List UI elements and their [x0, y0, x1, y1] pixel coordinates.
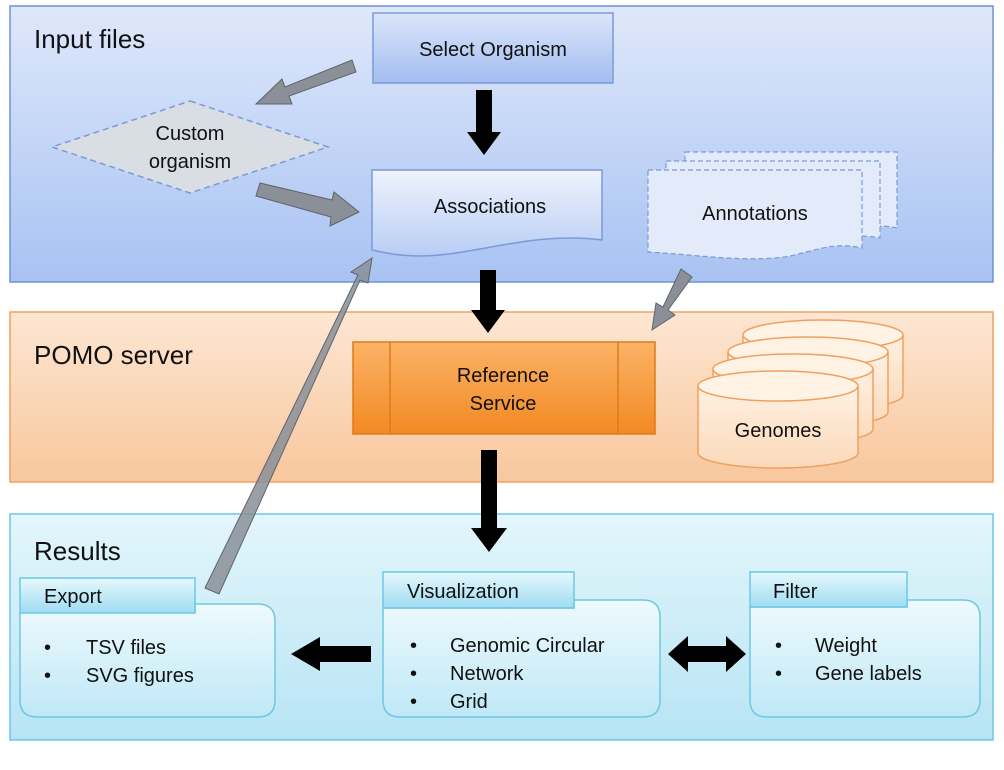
filter-title: Filter — [773, 581, 818, 603]
filter-panel: Filter • Weight • Gene labels — [749, 571, 981, 718]
select-organism-label: Select Organism — [419, 39, 567, 61]
associations-label: Associations — [434, 196, 546, 218]
custom-organism-node: Custom organism — [49, 100, 331, 194]
reference-service-label-line2: Service — [470, 393, 537, 415]
arrow-annotations-to-reference — [651, 268, 693, 332]
export-bullet: • — [44, 665, 51, 687]
arrow-select-to-custom — [254, 59, 357, 105]
visualization-bullet: • — [410, 635, 417, 657]
visualization-item-grid: Grid — [450, 691, 488, 713]
input-files-title: Input files — [34, 24, 145, 54]
arrow-select-to-associations — [467, 90, 501, 155]
visualization-item-network: Network — [450, 663, 524, 685]
arrow-reference-to-visualization — [471, 450, 507, 552]
reference-service-label-line1: Reference — [457, 365, 549, 387]
arrow-visualization-filter-bidirectional — [668, 636, 746, 672]
arrow-visualization-to-export — [291, 637, 371, 671]
export-item-svg: SVG figures — [86, 665, 194, 687]
associations-node: Associations — [371, 169, 603, 257]
export-title: Export — [44, 586, 102, 608]
visualization-bullet: • — [410, 691, 417, 713]
pomo-server-title: POMO server — [34, 340, 193, 370]
annotations-node: Annotations — [647, 151, 898, 260]
results-title: Results — [34, 536, 121, 566]
arrow-associations-to-reference — [471, 270, 505, 333]
genomes-node: Genomes — [697, 319, 904, 469]
genomes-label: Genomes — [735, 420, 822, 442]
export-panel: Export • TSV files • SVG figures — [19, 577, 276, 718]
select-organism-node: Select Organism — [372, 12, 614, 84]
reference-service-node: Reference Service — [352, 341, 656, 435]
visualization-item-genomic-circular: Genomic Circular — [450, 635, 605, 657]
filter-item-gene-labels: Gene labels — [815, 663, 922, 685]
filter-item-weight: Weight — [815, 635, 877, 657]
custom-organism-label-line2: organism — [149, 151, 231, 173]
filter-bullet: • — [775, 663, 782, 685]
export-item-tsv: TSV files — [86, 637, 166, 659]
visualization-panel: Visualization • Genomic Circular • Netwo… — [382, 571, 661, 718]
annotations-label: Annotations — [702, 203, 808, 225]
filter-bullet: • — [775, 635, 782, 657]
arrow-custom-to-associations — [255, 182, 360, 227]
arrow-export-to-associations — [204, 256, 373, 595]
visualization-title: Visualization — [407, 581, 519, 603]
custom-organism-label-line1: Custom — [156, 123, 225, 145]
visualization-bullet: • — [410, 663, 417, 685]
export-bullet: • — [44, 637, 51, 659]
